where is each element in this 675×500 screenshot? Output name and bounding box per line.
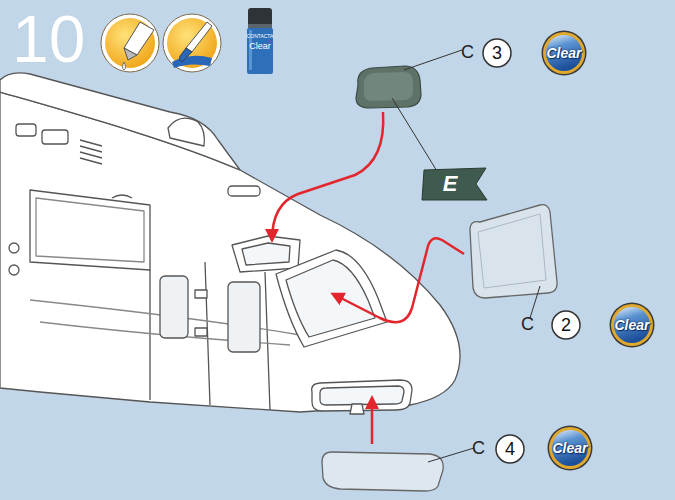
cowl-dome <box>168 118 204 146</box>
decal-flag: E <box>420 166 488 202</box>
paint-name: Clear <box>552 441 587 455</box>
badge-rim <box>542 31 587 76</box>
door-lines <box>150 262 270 410</box>
bottle-cap <box>248 8 272 28</box>
callout-circle <box>552 311 580 339</box>
leader-line <box>404 50 462 70</box>
windshield-frame <box>276 250 387 347</box>
glue-drop <box>123 62 126 70</box>
paint-name: Clear <box>614 318 649 332</box>
door-window <box>160 276 188 338</box>
badge-ring <box>543 32 585 74</box>
icon-ring <box>101 14 159 72</box>
leader-line <box>530 286 540 318</box>
callout-number: 2 <box>551 310 581 340</box>
icon-disc <box>105 18 155 68</box>
bottle-label: Clear <box>249 42 271 51</box>
badge-rim <box>610 303 655 348</box>
assembly-arrow <box>371 398 374 444</box>
roof-window-opening <box>242 243 290 265</box>
port <box>9 265 19 275</box>
icon-ring <box>163 14 221 72</box>
windshield-edge <box>478 214 546 288</box>
fuselage <box>0 92 460 412</box>
badge-disc <box>552 430 588 466</box>
bottle-outline <box>247 8 273 74</box>
glue-icon <box>101 14 159 72</box>
leader-line <box>392 98 440 176</box>
assembly-arrow <box>272 112 383 240</box>
antenna <box>350 404 364 414</box>
part-letter: C <box>521 315 534 333</box>
chin-window-part <box>322 452 443 491</box>
brush-tip <box>179 48 192 62</box>
engine-cowl <box>0 73 240 170</box>
callout-number: 4 <box>495 434 525 464</box>
glue-bottle: CONTACTA Clear <box>247 8 273 74</box>
badge-rim <box>548 426 593 471</box>
clear-badge: Clear <box>547 425 593 471</box>
helicopter <box>0 73 460 414</box>
side-opening-inner <box>36 198 144 262</box>
bottle-body <box>247 28 273 74</box>
badge-disc <box>614 307 650 343</box>
step-number: 10 <box>12 6 85 72</box>
paint-stroke <box>172 56 212 68</box>
paint-name: Clear <box>546 46 581 60</box>
callout-circle <box>483 39 511 67</box>
badge-ring <box>549 427 591 469</box>
callout-number: 3 <box>492 44 502 62</box>
windshield-opening <box>286 260 375 337</box>
port <box>9 243 19 253</box>
side-opening <box>30 190 150 270</box>
roof-window-face <box>364 72 413 101</box>
assembly-arrow <box>333 238 464 322</box>
leader-line <box>428 448 474 462</box>
callout-number: 2 <box>561 316 571 334</box>
roof-bump <box>228 186 260 196</box>
brush-handle <box>186 22 212 52</box>
door-window <box>228 282 260 352</box>
callout-number: 4 <box>505 440 515 458</box>
part-letter: C <box>472 439 485 457</box>
windshield-part <box>470 205 557 298</box>
callout-number: 3 <box>482 38 512 68</box>
callout-circle <box>496 435 524 463</box>
part-letter: C <box>461 43 474 61</box>
small-window <box>16 124 36 136</box>
bottle-label: CONTACTA <box>247 34 274 39</box>
door-handle <box>195 290 207 298</box>
glue-nozzle <box>124 48 137 60</box>
roof-window-frame <box>232 236 300 272</box>
clear-badge: Clear <box>609 302 655 348</box>
bottle-cap-rim <box>248 24 272 28</box>
paint-icon <box>163 14 221 72</box>
roof-window-part <box>356 66 421 108</box>
vent-lines <box>80 140 102 164</box>
flag-shape <box>422 168 487 200</box>
small-window <box>42 130 68 144</box>
badge-disc <box>546 35 582 71</box>
door-handle <box>195 328 207 336</box>
decal-letter: E <box>443 173 458 195</box>
clear-badge: Clear <box>541 30 587 76</box>
badge-ring <box>611 304 653 346</box>
chin-window-opening <box>320 386 404 405</box>
icon-disc <box>167 18 217 68</box>
